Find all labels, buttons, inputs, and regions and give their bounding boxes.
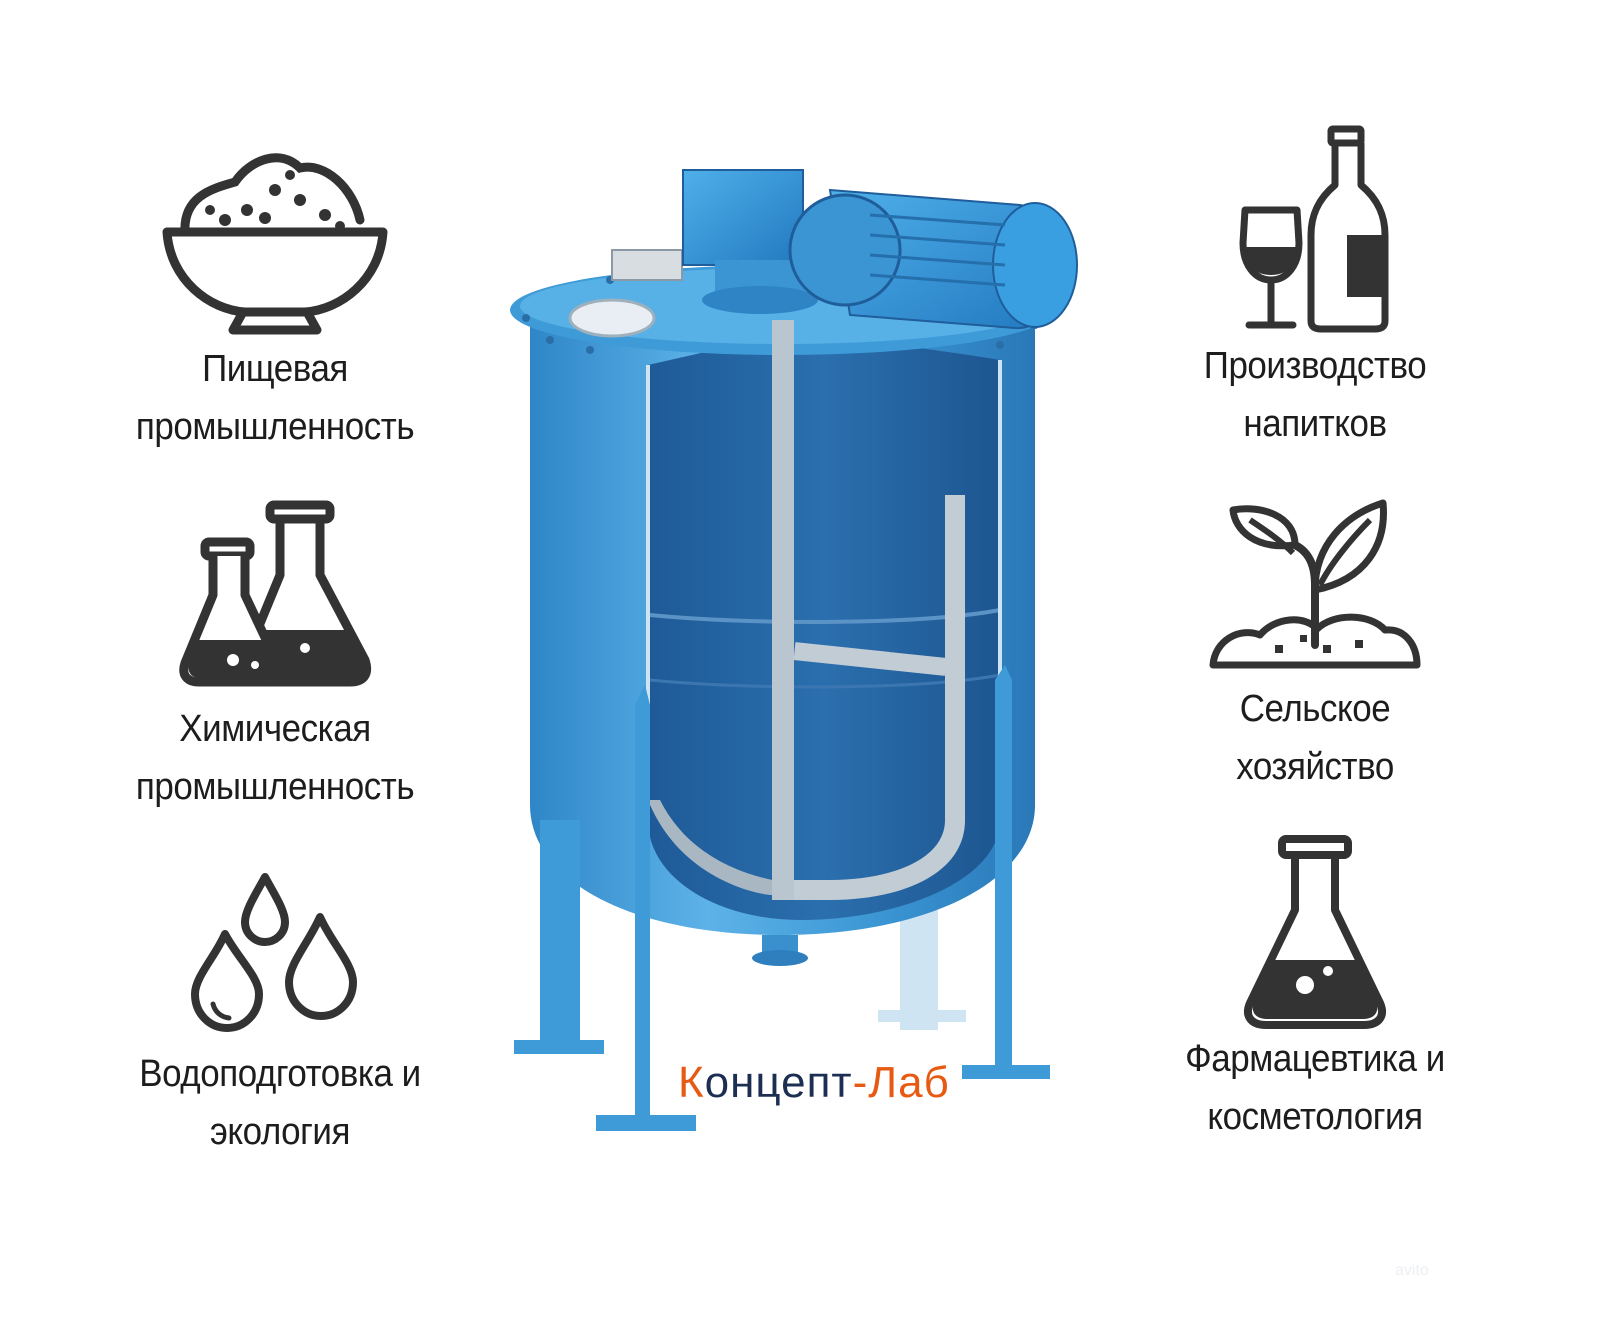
- bowl-icon: [162, 153, 388, 335]
- mixing-tank-illustration: [510, 169, 1078, 1131]
- wine-bottle-icon: [1239, 125, 1389, 333]
- lab-flask-icon: [1244, 835, 1386, 1029]
- watermark: avito: [1395, 1262, 1429, 1279]
- brand-logo: Концепт-Лаб: [678, 1058, 950, 1107]
- water-drops-icon: [191, 873, 357, 1032]
- chemical-flasks-icon: [179, 500, 372, 687]
- sprout-icon: [1209, 499, 1421, 669]
